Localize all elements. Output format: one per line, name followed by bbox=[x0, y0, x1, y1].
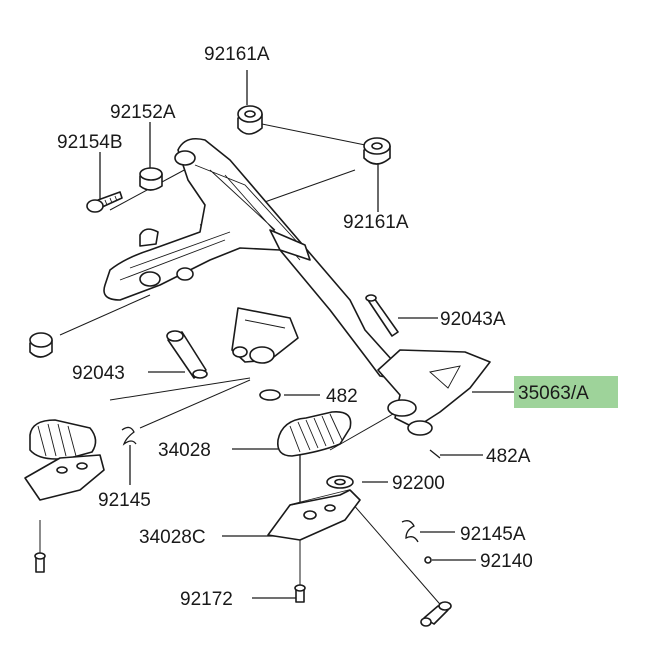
pin-92043 bbox=[166, 330, 208, 379]
footpeg-34028C bbox=[267, 489, 361, 541]
washer-92140 bbox=[424, 556, 432, 564]
label-92140: 92140 bbox=[480, 551, 533, 572]
bolt-92172-left bbox=[34, 552, 46, 573]
label-92161A-top: 92161A bbox=[204, 44, 270, 65]
pin-92043A bbox=[365, 294, 399, 337]
mount-plate bbox=[231, 307, 299, 364]
bushing-92161A-right bbox=[363, 137, 391, 165]
label-35063A: 35063/A bbox=[518, 383, 589, 404]
label-92172: 92172 bbox=[180, 589, 233, 610]
heel-plate-35063A bbox=[377, 349, 491, 436]
bushing-left bbox=[29, 332, 53, 358]
left-footpeg-assembly bbox=[24, 419, 105, 501]
spring-92145A bbox=[401, 520, 419, 543]
label-34028: 34028 bbox=[158, 440, 211, 461]
label-482: 482 bbox=[326, 386, 358, 407]
washer-92200 bbox=[326, 475, 354, 489]
label-92154B: 92154B bbox=[57, 132, 123, 153]
pivot-pin bbox=[420, 601, 452, 627]
footpeg-bracket bbox=[103, 137, 393, 379]
bushing-92161A-top bbox=[237, 105, 263, 135]
cotter-482A bbox=[429, 449, 441, 459]
label-92043A: 92043A bbox=[440, 309, 506, 330]
label-92145: 92145 bbox=[98, 490, 151, 511]
label-92043: 92043 bbox=[72, 363, 125, 384]
label-92152A: 92152A bbox=[110, 102, 176, 123]
bolt-92172 bbox=[294, 584, 306, 603]
washer-482 bbox=[259, 389, 281, 401]
bolt-92154B bbox=[86, 191, 123, 213]
label-34028C: 34028C bbox=[139, 527, 206, 548]
highlight-box bbox=[514, 376, 618, 408]
footpeg-rubber-34028 bbox=[276, 411, 352, 457]
spring-92145 bbox=[121, 426, 137, 446]
label-92200: 92200 bbox=[392, 473, 445, 494]
label-482A: 482A bbox=[486, 446, 531, 467]
collar-92152A bbox=[139, 167, 163, 191]
label-92161A-right: 92161A bbox=[343, 212, 409, 233]
label-92145A: 92145A bbox=[460, 524, 526, 545]
